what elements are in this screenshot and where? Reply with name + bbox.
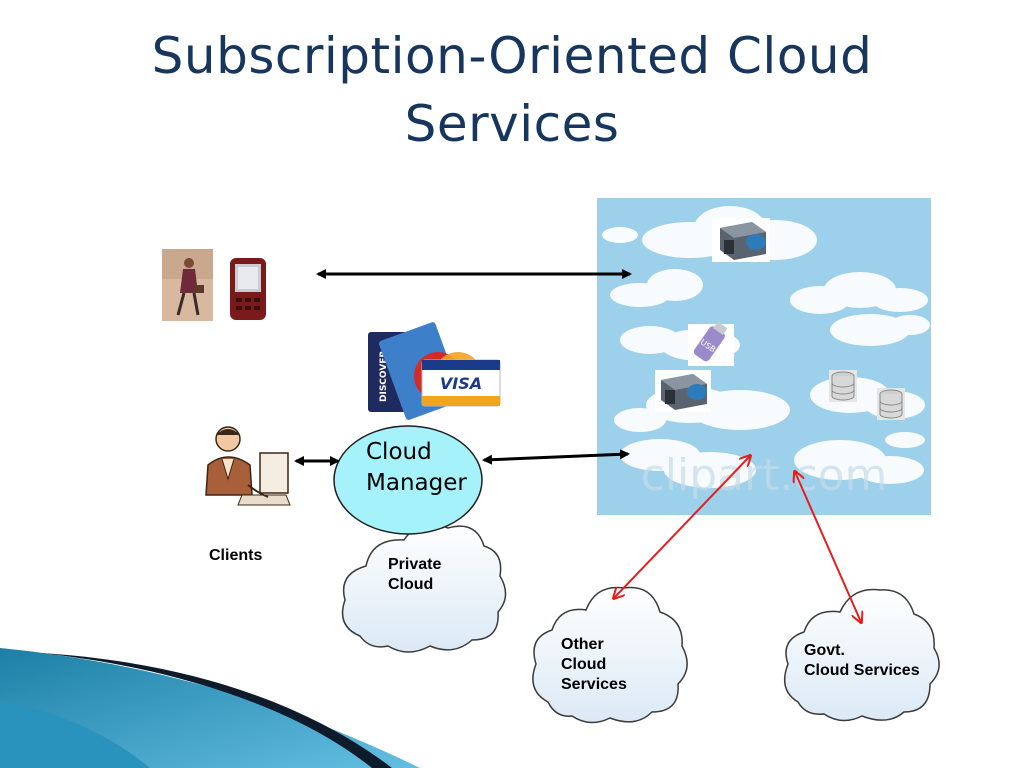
database-icon (877, 388, 905, 420)
slide-title: Subscription-Oriented Cloud Services (0, 22, 1024, 158)
private-cloud-shape (341, 523, 507, 653)
client-at-computer-icon (205, 426, 291, 506)
slide-title-line1: Subscription-Oriented Cloud (151, 27, 873, 85)
decorative-swoosh (0, 648, 420, 768)
cloud-manager-label-line2: Manager (366, 470, 467, 496)
server-icon (655, 370, 711, 412)
other-cloud-label: Other Cloud Services (561, 636, 627, 693)
private-cloud-label: Private Cloud (388, 556, 442, 593)
govt-cloud-label: Govt. Cloud Services (804, 642, 920, 679)
svg-text:VISA: VISA (440, 374, 482, 393)
mobile-phone-icon (230, 258, 266, 320)
credit-cards-icon: DISCOVER VISA (368, 322, 501, 420)
connector-cloud-to-other (614, 456, 750, 598)
businesswoman-photo-icon (162, 249, 213, 321)
other-cloud-shape (532, 586, 688, 724)
cloud-manager-node (333, 425, 483, 535)
watermark-text: clipart.com (641, 450, 888, 501)
connector-cloud-to-govt (795, 472, 861, 622)
connector-manager-to-cloud (482, 449, 630, 465)
database-icon (829, 370, 857, 402)
cloud-manager-label: Cloud Manager (366, 437, 467, 499)
cloud-manager-label-line1: Cloud (366, 439, 432, 465)
svg-text:DISCOVER: DISCOVER (379, 351, 389, 402)
server-icon (712, 218, 770, 262)
usb-drive-icon: USB (688, 321, 734, 366)
slide-title-line2: Services (404, 95, 620, 153)
clients-label: Clients (209, 547, 263, 564)
